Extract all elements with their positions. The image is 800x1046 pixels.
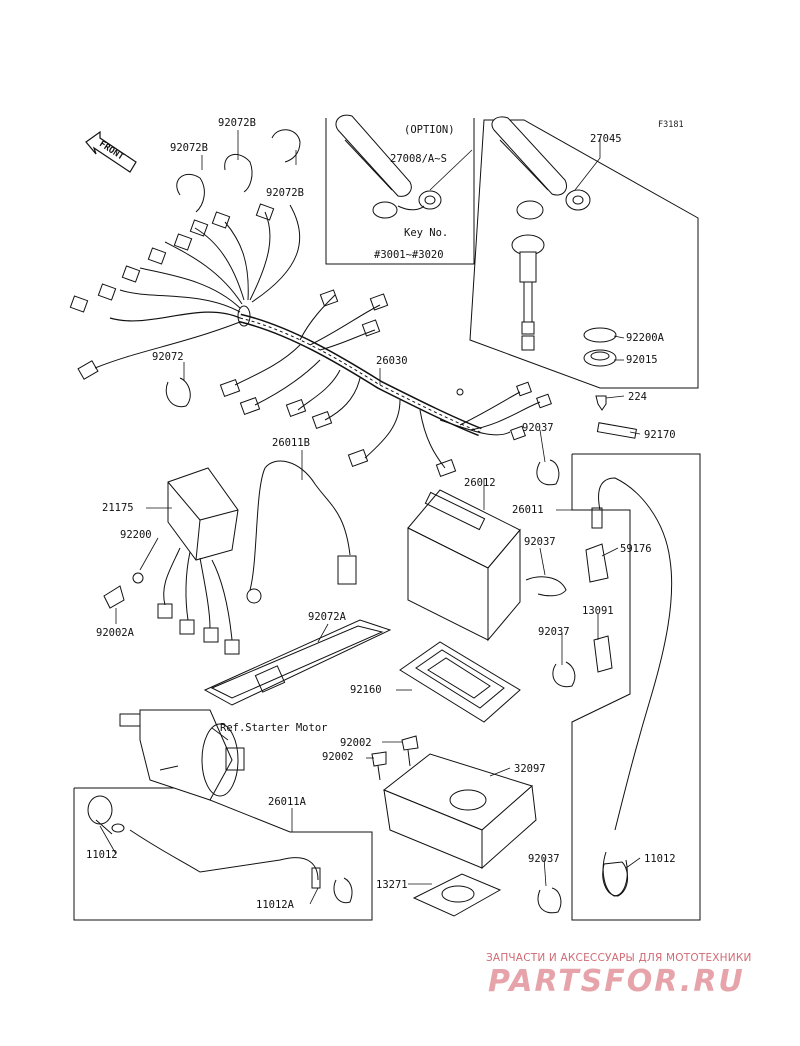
callout-92037-c: 92037 [538,626,570,638]
callout-27008: 27008/A~S [390,153,447,165]
plate-92072A [203,619,392,706]
callout-92072B-c: 92072B [266,187,304,199]
callout-27045: 27045 [590,133,622,145]
washer-92200 [132,572,144,584]
starter-motor [119,709,245,801]
callout-92037-d: 92037 [528,853,560,865]
callout-26030: 26030 [376,355,408,367]
leader-lines [99,130,641,905]
strap-92170 [596,422,637,439]
battery-box-32097 [383,753,537,870]
callout-11012A: 11012A [256,899,294,911]
cdi-unit [157,467,240,655]
nut-92015 [583,349,617,367]
callout-32097: 32097 [514,763,546,775]
callout-11012-b: 11012 [644,853,676,865]
starter-cable-26011A [87,795,353,904]
callout-92072B-a: 92072B [218,117,256,129]
callout-key-no: Key No. [404,227,449,239]
callout-92200: 92200 [120,529,152,541]
cable-box [571,453,701,921]
bolt-224 [595,395,607,411]
plate-13271 [412,873,502,917]
callout-13091: 13091 [582,605,614,617]
callout-ref-starter-motor: Ref.Starter Motor [220,722,328,734]
callout-92002-a: 92002 [340,737,372,749]
callout-26012: 26012 [464,477,496,489]
callout-26011A: 26011A [268,796,306,808]
main-wiring-harness [69,203,552,478]
callout-92037-a: 92037 [522,422,554,434]
clamp-92037-b [525,576,567,597]
clamp-92072B-a [176,173,205,213]
clamp-92037-c [552,661,576,688]
callout-92002A: 92002A [96,627,134,639]
callout-92015: 92015 [626,354,658,366]
front-arrow-icon: FRONT [85,130,137,173]
callout-option: (OPTION) [404,124,455,136]
watermark-caption: ЗАПЧАСТИ И АКСЕССУАРЫ ДЛЯ МОТОТЕХНИКИ [486,952,752,964]
callout-26011: 26011 [512,504,544,516]
callout-92200A: 92200A [626,332,664,344]
callout-92037-b: 92037 [524,536,556,548]
bolt-92002A [103,585,125,609]
callout-26011B: 26011B [272,437,310,449]
callout-92002-b: 92002 [322,751,354,763]
lead-26011B [246,460,357,604]
battery-cable-26011 [585,477,673,897]
boot-11012-right [602,861,628,897]
watermark-logo: PARTSFOR.RU [488,964,745,999]
callout-92072A: 92072A [308,611,346,623]
option-key-switch [335,114,442,219]
battery [407,489,521,642]
clamp-92072B-b [224,154,253,193]
callout-92072: 92072 [152,351,184,363]
clamp-92072B-c [271,129,301,163]
bolt-92002-b [371,751,387,781]
clamp-92037-d [537,887,562,914]
bolt-92002-a [401,735,419,767]
washer-92200A [583,327,617,343]
cap-13091 [593,635,613,673]
callout-92160: 92160 [350,684,382,696]
callout-59176: 59176 [620,543,652,555]
clamp-92037-a [536,459,560,486]
option-box [325,118,475,265]
ignition-box [469,119,699,389]
starter-cable-box [73,787,373,921]
clamp-92072 [165,377,191,408]
ignition-switch [491,116,591,351]
callout-92072B-b: 92072B [170,142,208,154]
callout-11012-a: 11012 [86,849,118,861]
sheet-code: F3181 [658,120,684,130]
callout-13271: 13271 [376,879,408,891]
callout-key-range: #3001~#3020 [374,249,444,261]
callout-92170: 92170 [644,429,676,441]
callout-224: 224 [628,391,647,403]
battery-tray-92160 [399,641,521,723]
callout-21175: 21175 [102,502,134,514]
